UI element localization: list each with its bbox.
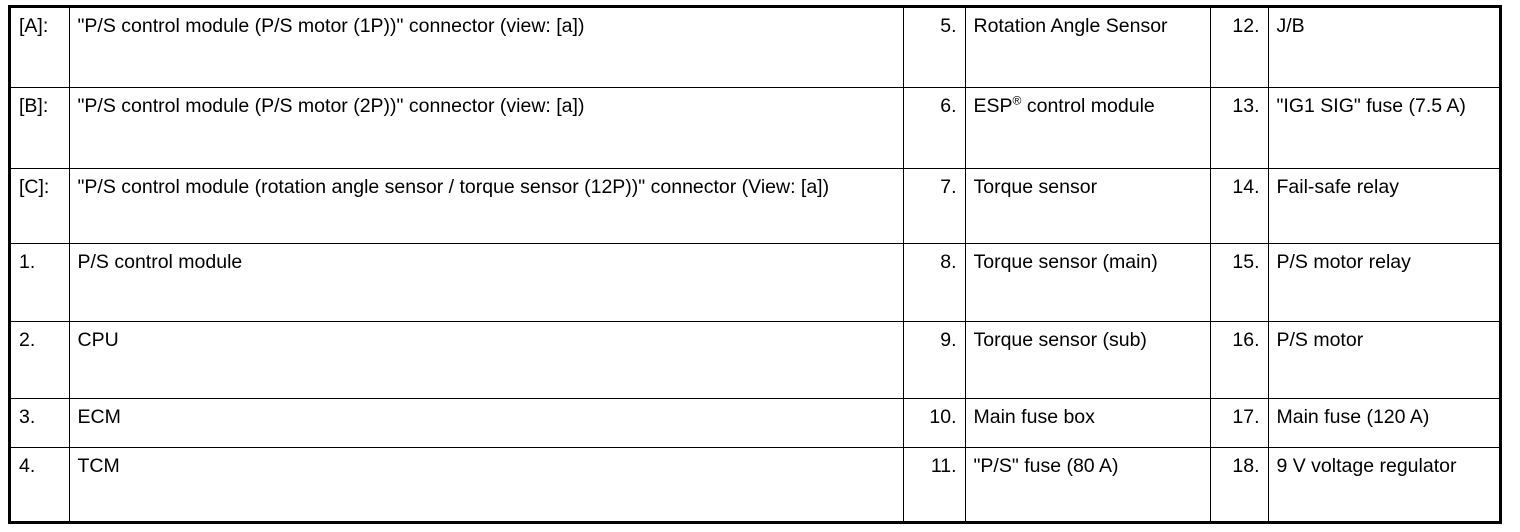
row-number-mid: 5. bbox=[902, 8, 966, 88]
row-item-mid: Rotation Angle Sensor bbox=[964, 8, 1211, 88]
row-number-right: 18. bbox=[1209, 446, 1269, 521]
row-key: 4. bbox=[11, 446, 70, 521]
row-number-mid: 11. bbox=[902, 446, 966, 521]
row-number-mid: 6. bbox=[902, 86, 966, 169]
row-item-right: J/B bbox=[1267, 8, 1499, 88]
row-item-right: 9 V voltage regulator bbox=[1267, 446, 1499, 521]
row-item-right: P/S motor relay bbox=[1267, 242, 1499, 322]
legend-table-body: [A]: "P/S control module (P/S motor (1P)… bbox=[11, 8, 1499, 521]
row-number-mid: 9. bbox=[902, 320, 966, 399]
table-row: 1. P/S control module 8. Torque sensor (… bbox=[11, 242, 1499, 322]
table-row: [B]: "P/S control module (P/S motor (2P)… bbox=[11, 86, 1499, 169]
legend-table: [A]: "P/S control module (P/S motor (1P)… bbox=[11, 8, 1499, 521]
esp-label: ESP® control module bbox=[973, 93, 1155, 117]
row-item-right: "IG1 SIG" fuse (7.5 A) bbox=[1267, 86, 1499, 169]
row-key: 2. bbox=[11, 320, 70, 399]
row-key: [A]: bbox=[11, 8, 70, 88]
row-number-right: 13. bbox=[1209, 86, 1269, 169]
row-number-right: 12. bbox=[1209, 8, 1269, 88]
row-description: TCM bbox=[68, 446, 904, 521]
row-number-right: 16. bbox=[1209, 320, 1269, 399]
registered-trademark-icon: ® bbox=[1012, 93, 1022, 107]
row-item-mid: Torque sensor (main) bbox=[964, 242, 1211, 322]
row-key: [B]: bbox=[11, 86, 70, 169]
table-row: [C]: "P/S control module (rotation angle… bbox=[11, 167, 1499, 244]
row-key: 1. bbox=[11, 242, 70, 322]
row-description: "P/S control module (P/S motor (1P))" co… bbox=[68, 8, 904, 88]
table-row: [A]: "P/S control module (P/S motor (1P)… bbox=[11, 8, 1499, 88]
row-item-mid: Torque sensor bbox=[964, 167, 1211, 244]
row-item-mid: "P/S" fuse (80 A) bbox=[964, 446, 1211, 521]
row-item-mid: Main fuse box bbox=[964, 397, 1211, 448]
row-description: "P/S control module (P/S motor (2P))" co… bbox=[68, 86, 904, 169]
row-description: CPU bbox=[68, 320, 904, 399]
row-item-mid: ESP® control module bbox=[964, 86, 1211, 169]
row-number-right: 14. bbox=[1209, 167, 1269, 244]
row-item-mid: Torque sensor (sub) bbox=[964, 320, 1211, 399]
row-key: [C]: bbox=[11, 167, 70, 244]
row-key: 3. bbox=[11, 397, 70, 448]
row-number-mid: 10. bbox=[902, 397, 966, 448]
table-row: 4. TCM 11. "P/S" fuse (80 A) 18. 9 V vol… bbox=[11, 446, 1499, 521]
table-row: 2. CPU 9. Torque sensor (sub) 16. P/S mo… bbox=[11, 320, 1499, 399]
row-number-right: 15. bbox=[1209, 242, 1269, 322]
row-number-mid: 8. bbox=[902, 242, 966, 322]
row-item-right: P/S motor bbox=[1267, 320, 1499, 399]
row-item-right: Main fuse (120 A) bbox=[1267, 397, 1499, 448]
row-number-mid: 7. bbox=[902, 167, 966, 244]
table-row: 3. ECM 10. Main fuse box 17. Main fuse (… bbox=[11, 397, 1499, 448]
row-item-right: Fail-safe relay bbox=[1267, 167, 1499, 244]
row-description: P/S control module bbox=[68, 242, 904, 322]
row-number-right: 17. bbox=[1209, 397, 1269, 448]
row-description: ECM bbox=[68, 397, 904, 448]
row-description: "P/S control module (rotation angle sens… bbox=[68, 167, 904, 244]
component-legend-table: [A]: "P/S control module (P/S motor (1P)… bbox=[8, 5, 1502, 524]
